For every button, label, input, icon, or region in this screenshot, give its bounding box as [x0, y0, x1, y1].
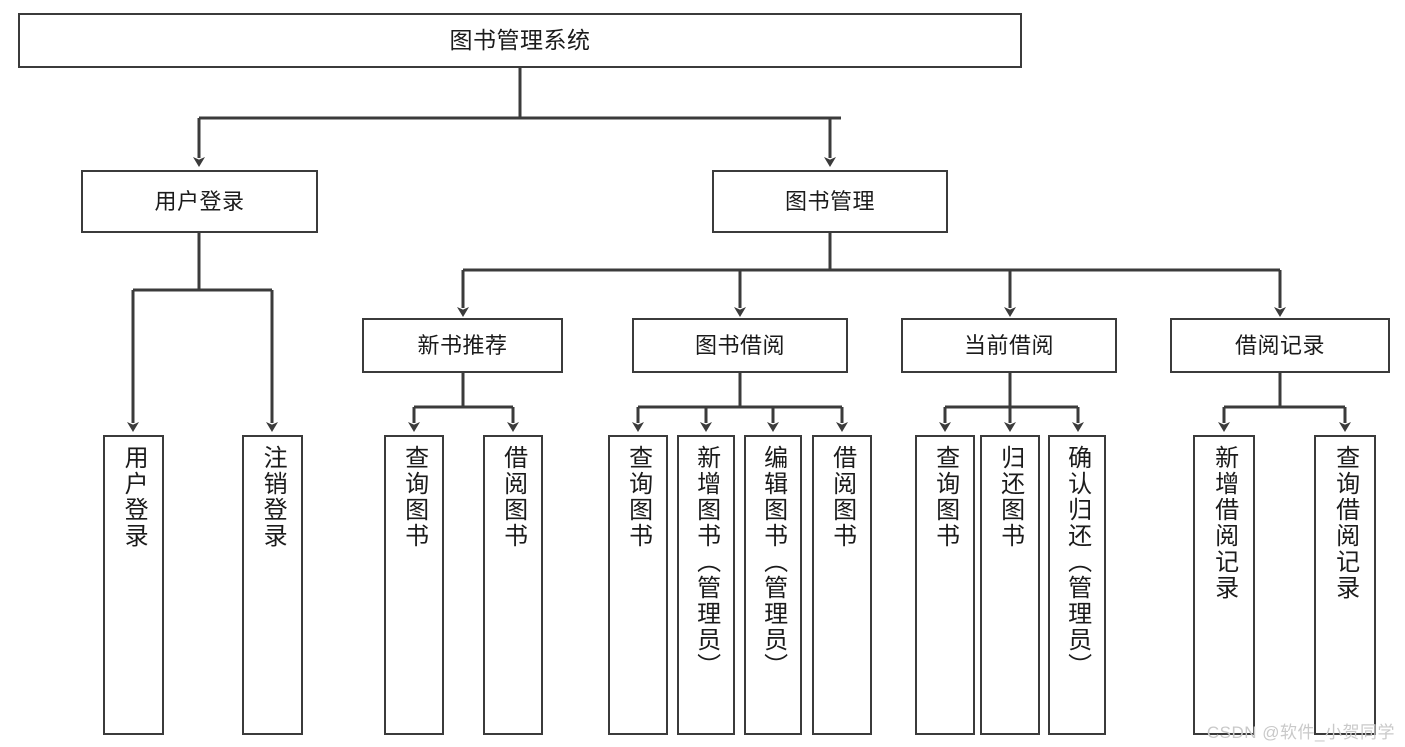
leaf-query-borrow-record[interactable]: 查询借阅记录 — [1314, 435, 1376, 735]
node-label: 查询借阅记录 — [1331, 445, 1359, 601]
leaf-query-book-recommend[interactable]: 查询图书 — [384, 435, 444, 735]
node-borrow-record[interactable]: 借阅记录 — [1170, 318, 1390, 373]
leaf-confirm-return-admin[interactable]: 确认归还（管理员） — [1048, 435, 1106, 735]
csdn-watermark: CSDN @软件_小贺同学 — [1206, 723, 1395, 742]
leaf-borrow-book[interactable]: 借阅图书 — [812, 435, 872, 735]
leaf-add-borrow-record[interactable]: 新增借阅记录 — [1193, 435, 1255, 735]
node-current-borrow[interactable]: 当前借阅 — [901, 318, 1117, 373]
node-book-borrow[interactable]: 图书借阅 — [632, 318, 848, 373]
node-label: 查询图书 — [400, 445, 428, 549]
leaf-add-book-admin[interactable]: 新增图书（管理员） — [677, 435, 735, 735]
leaf-return-book[interactable]: 归还图书 — [980, 435, 1040, 735]
node-label: 图书管理系统 — [449, 26, 591, 53]
leaf-query-book-current[interactable]: 查询图书 — [915, 435, 975, 735]
node-label: 借阅图书 — [828, 445, 856, 549]
node-label: 图书借阅 — [694, 332, 785, 358]
node-root-book-management-system[interactable]: 图书管理系统 — [18, 13, 1022, 68]
node-label: 当前借阅 — [963, 332, 1054, 358]
node-label: 编辑图书（管理员） — [759, 445, 787, 679]
node-label: 用户登录 — [120, 445, 148, 549]
leaf-borrow-book-recommend[interactable]: 借阅图书 — [483, 435, 543, 735]
node-label: 归还图书 — [996, 445, 1024, 549]
node-label: 借阅记录 — [1234, 332, 1325, 358]
leaf-edit-book-admin[interactable]: 编辑图书（管理员） — [744, 435, 802, 735]
node-label: 查询图书 — [931, 445, 959, 549]
leaf-logout-login[interactable]: 注销登录 — [242, 435, 303, 735]
node-label: 新增借阅记录 — [1210, 445, 1238, 601]
node-label: 查询图书 — [624, 445, 652, 549]
node-book-management[interactable]: 图书管理 — [712, 170, 948, 233]
node-label: 注销登录 — [259, 445, 287, 549]
leaf-user-login[interactable]: 用户登录 — [103, 435, 164, 735]
node-label: 用户登录 — [154, 188, 245, 214]
node-label: 新增图书（管理员） — [692, 445, 720, 679]
node-label: 图书管理 — [784, 188, 875, 214]
node-label: 新书推荐 — [417, 332, 508, 358]
leaf-query-book-borrow[interactable]: 查询图书 — [608, 435, 668, 735]
node-label: 确认归还（管理员） — [1063, 445, 1091, 679]
node-label: 借阅图书 — [499, 445, 527, 549]
node-user-login[interactable]: 用户登录 — [81, 170, 318, 233]
node-new-book-recommend[interactable]: 新书推荐 — [362, 318, 563, 373]
